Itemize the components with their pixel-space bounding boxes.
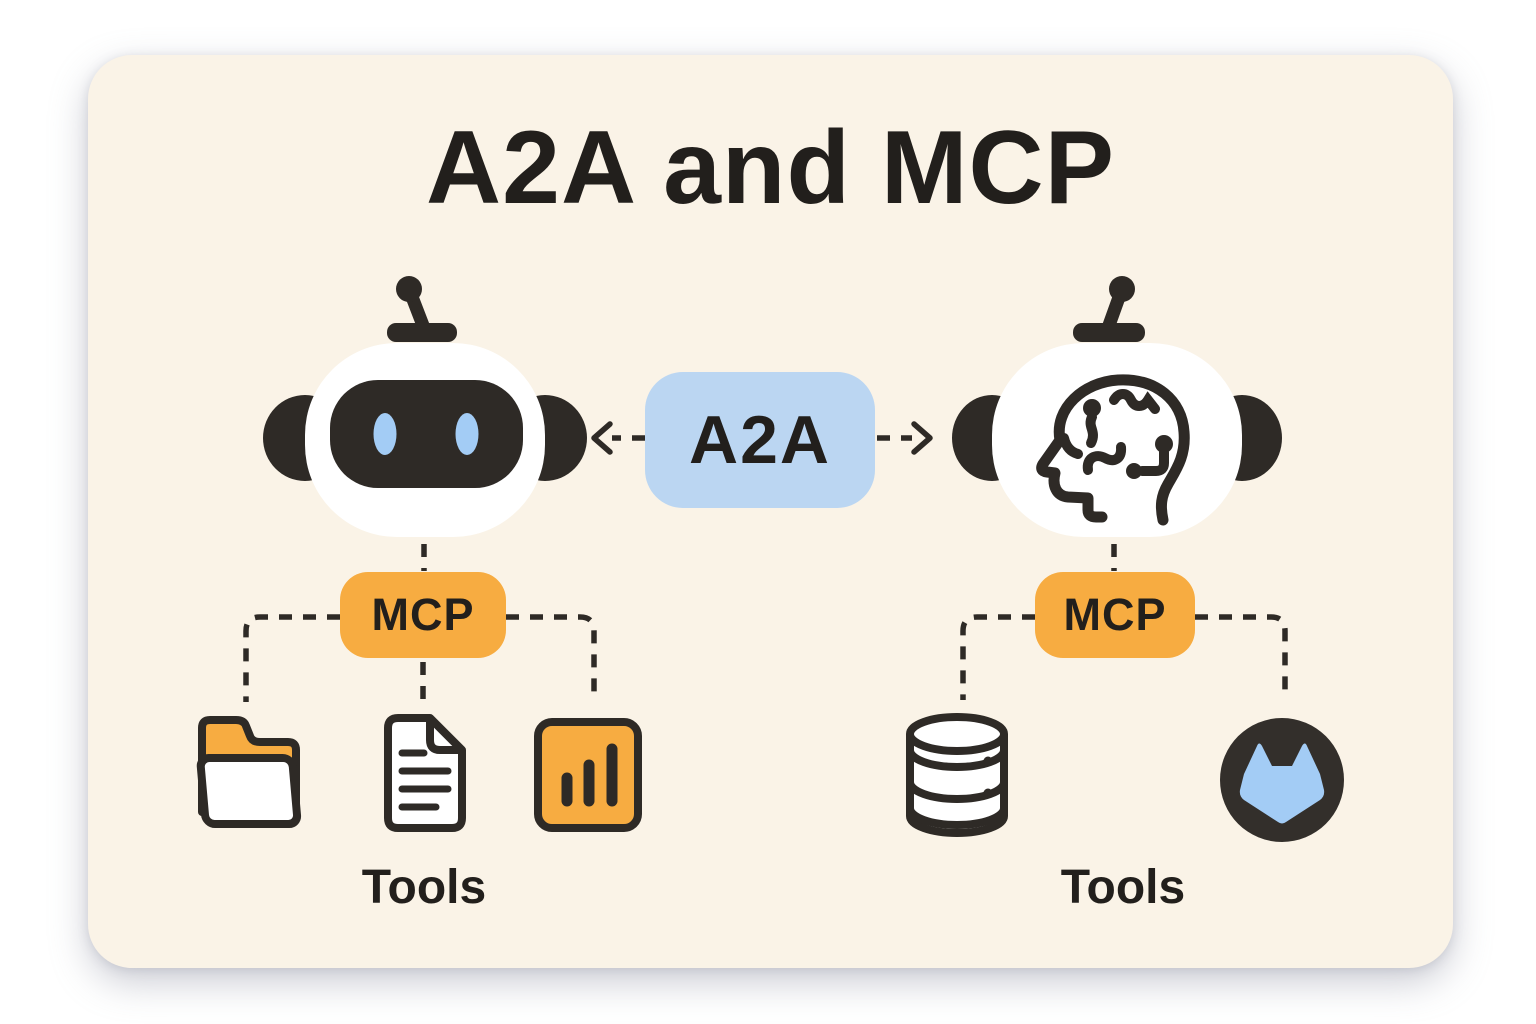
right-mcp-box: MCP (1035, 572, 1195, 658)
left-mcp-box: MCP (340, 572, 506, 658)
robot-face (330, 380, 523, 488)
database-dots (983, 756, 993, 798)
brain-head-agent-icon (952, 276, 1282, 537)
brain-agent-head (992, 343, 1242, 537)
database-icon (906, 713, 1008, 837)
robot-left-eye (373, 413, 397, 455)
folder-icon (196, 716, 302, 828)
head-profile-outline (1036, 374, 1190, 526)
robot-antenna (387, 276, 457, 342)
gitlab-tanuki (1239, 743, 1325, 824)
chart-bars (561, 743, 618, 807)
bar-chart-icon (534, 718, 642, 832)
brain-circuit-nodes (1083, 399, 1173, 479)
document-text-lines (398, 749, 452, 811)
gitlab-icon (1220, 718, 1344, 842)
brain-agent-antenna (1073, 276, 1145, 342)
diagram-title: A2A and MCP (426, 110, 1115, 226)
document-icon (384, 714, 466, 832)
diagram-card (88, 55, 1453, 968)
a2a-protocol-box: A2A (645, 372, 875, 508)
robot-agent-icon (263, 276, 587, 537)
left-tools-label: Tools (361, 861, 487, 914)
robot-right-eye (455, 413, 479, 455)
right-tools-label: Tools (1060, 861, 1186, 914)
brain-circuit-traces (1059, 389, 1169, 476)
